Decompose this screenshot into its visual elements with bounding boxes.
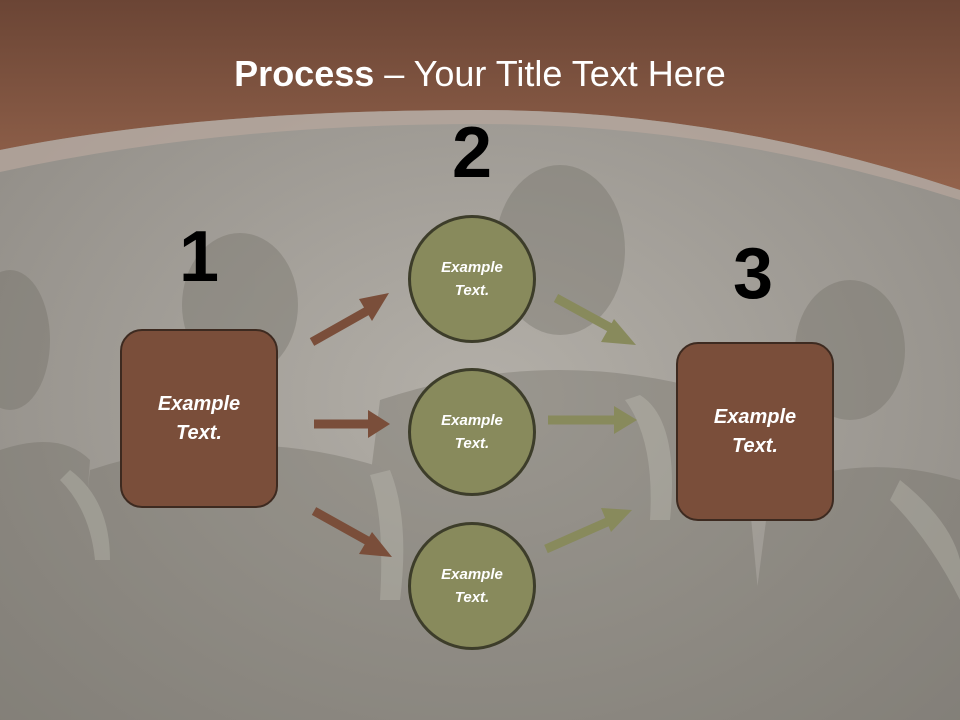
slide-title: Process – Your Title Text Here — [0, 52, 960, 96]
circle-middle-line-1: Example — [441, 412, 503, 429]
box-1-line-2: Text. — [176, 421, 222, 444]
process-circle-middle: Example Text. — [408, 368, 536, 496]
arrow-1-to-circle-bottom — [311, 507, 392, 557]
circle-bottom-line-2: Text. — [454, 589, 490, 606]
circle-top-line-2: Text. — [454, 282, 490, 299]
circle-middle-line-2: Text. — [454, 435, 490, 452]
box-3-line-2: Text. — [732, 434, 778, 457]
step-number-2: 2 — [451, 113, 493, 193]
arrow-circle-bottom-to-3 — [544, 508, 632, 554]
circle-top-line-1: Example — [441, 259, 503, 276]
step-number-3: 3 — [732, 234, 774, 314]
process-box-3-label: Example Text. — [714, 403, 796, 461]
step-number-1: 1 — [178, 217, 220, 297]
box-3-line-1: Example — [713, 405, 797, 428]
process-circle-top: Example Text. — [408, 215, 536, 343]
title-rest-part: – Your Title Text Here — [374, 53, 726, 94]
process-box-1: Example Text. — [120, 329, 278, 508]
arrow-circle-middle-to-3 — [548, 406, 637, 434]
arrow-1-to-circle-top — [309, 293, 389, 346]
title-bold-part: Process — [234, 53, 375, 94]
process-box-3: Example Text. — [676, 342, 834, 521]
process-circle-bottom: Example Text. — [408, 522, 536, 650]
process-box-1-label: Example Text. — [158, 390, 240, 448]
arrow-1-to-circle-middle — [314, 410, 390, 438]
circle-bottom-line-1: Example — [441, 566, 503, 583]
box-1-line-1: Example — [157, 392, 241, 415]
arrow-circle-top-to-3 — [553, 294, 636, 345]
